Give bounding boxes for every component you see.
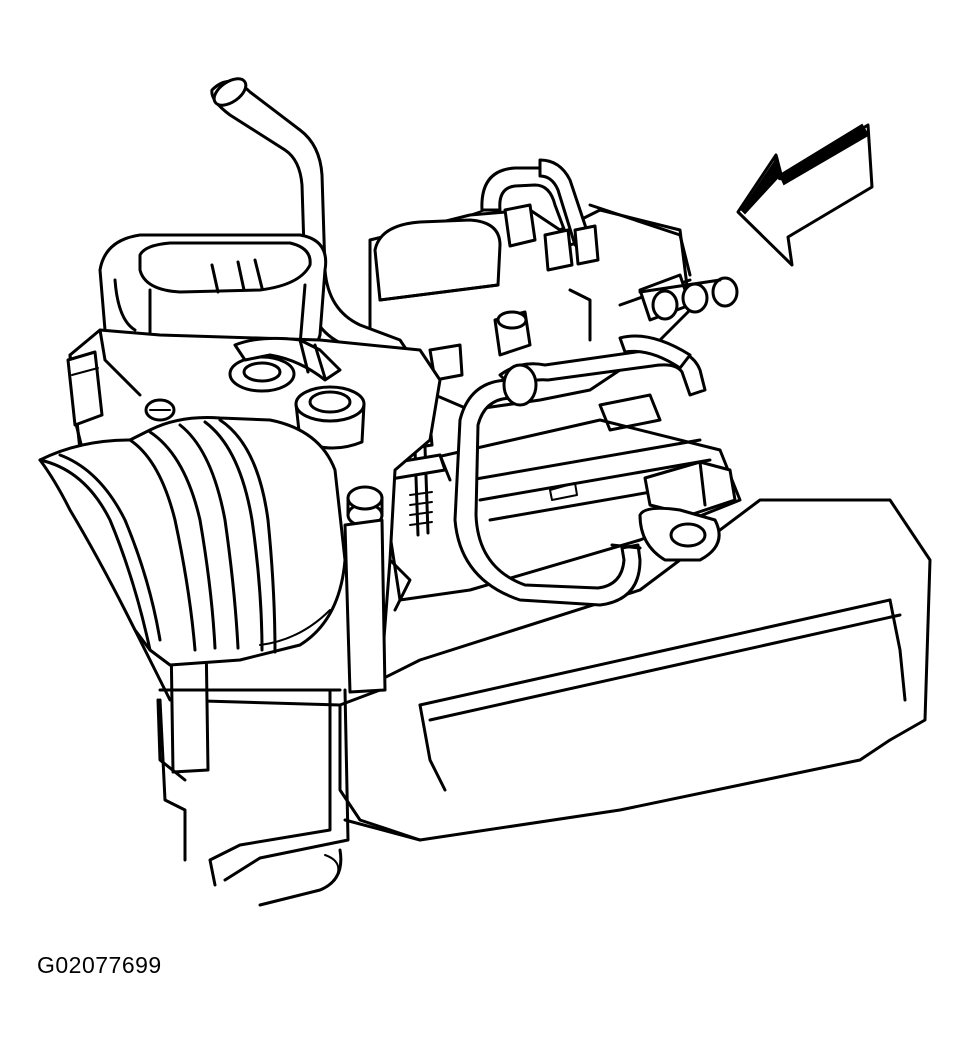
arrow-icon xyxy=(736,123,874,267)
loop-hose xyxy=(453,334,707,607)
figure-id-label: G02077699 xyxy=(37,952,162,978)
electrical-connector xyxy=(610,460,737,562)
vacuum-hoses xyxy=(469,158,600,272)
air-inlet-ring xyxy=(98,233,328,367)
lower-bracket-tubes xyxy=(158,688,350,907)
intake-duct-coupler xyxy=(38,416,347,667)
valve-cover xyxy=(338,498,932,842)
